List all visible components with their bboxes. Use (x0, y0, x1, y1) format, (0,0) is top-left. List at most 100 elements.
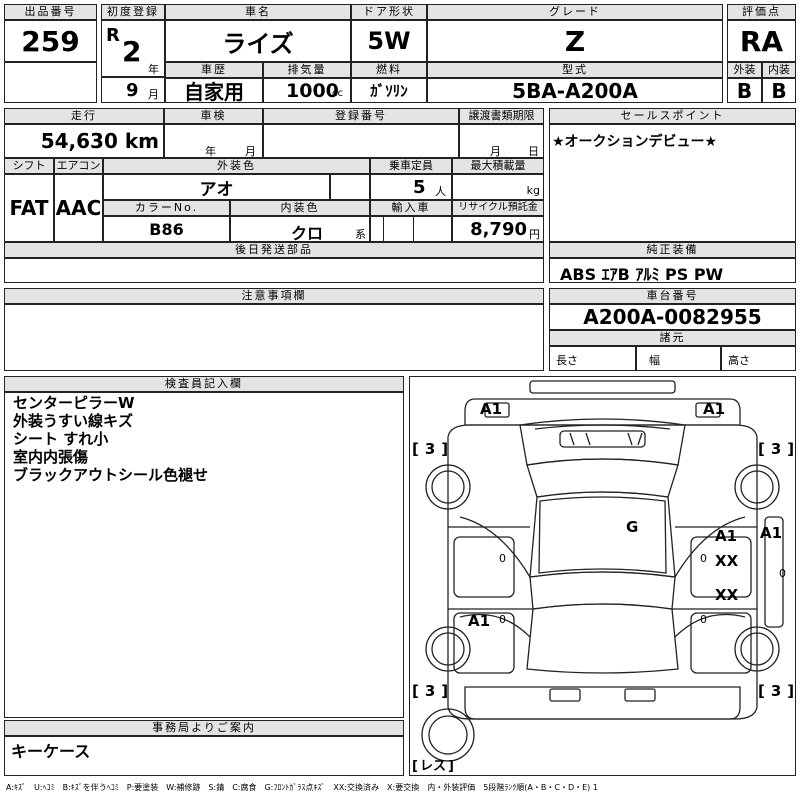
spare-tire: [レス] (412, 759, 454, 774)
office-cell: キーケース (4, 736, 404, 776)
inspector-label: 検査員記入欄 (4, 376, 404, 392)
model-label: 型式 (427, 62, 723, 78)
equipment-text: ABS ｴｱB ｱﾙﾐ PS PW (560, 265, 724, 284)
damage-mark: XX (715, 586, 739, 604)
car-name: ライズ (165, 20, 351, 62)
inspector-note: ブラックアウトシール色褪せ (13, 466, 209, 484)
ext-label: 外装 (727, 62, 762, 78)
spec-length-cell: 長さ (549, 346, 636, 371)
max-load-unit: kg (526, 184, 540, 197)
tire-tread-front-right: [3] (758, 440, 795, 458)
sales-text: ★オークションデビュー★ (552, 134, 718, 150)
int-label: 内装 (762, 62, 796, 78)
score: RA (727, 20, 796, 62)
specs-label: 諸元 (549, 330, 796, 346)
inspection-month-unit: 月 (245, 145, 256, 158)
spec-width-cell: 幅 (636, 346, 721, 371)
spec-height: 高さ (728, 354, 750, 367)
damage-mark: G (626, 518, 639, 536)
equipment-cell: ABS ｴｱB ｱﾙﾐ PS PW (549, 258, 796, 284)
damage-mark: XX (715, 552, 739, 570)
color-blank (330, 174, 370, 200)
spec-length: 長さ (556, 354, 578, 367)
lot-number: 259 (4, 20, 97, 62)
recycle-label: リサイクル預託金 (452, 200, 544, 216)
model-code: 5BA-A200A (427, 78, 723, 103)
fuel-label: 燃料 (351, 62, 427, 78)
reg-month: 9 (126, 80, 139, 101)
max-load-label: 最大積載量 (452, 158, 544, 174)
import-divider (413, 217, 414, 241)
lot-blank (4, 62, 97, 103)
int-color-unit: 系 (355, 228, 366, 241)
reg-no-label: 登録番号 (263, 108, 459, 124)
panel-zero: 0 (499, 552, 506, 565)
int-score: B (762, 78, 796, 103)
mileage: 54,630 km (40, 129, 159, 153)
inspector-note: 外装うすい線キズ (13, 412, 134, 430)
first-reg-label: 初度登録 (101, 4, 165, 20)
capacity-cell: 5 人 (370, 174, 452, 200)
inspector-note: センターピラーW (13, 394, 135, 412)
mileage-label: 走行 (4, 108, 164, 124)
spec-height-cell: 高さ (721, 346, 796, 371)
fuel: ｶﾞｿﾘﾝ (351, 78, 427, 103)
ac: AAC (54, 174, 103, 242)
tire-tread-front-left: [3] (412, 440, 449, 458)
car-outline (421, 380, 784, 762)
era: R (106, 25, 120, 46)
color-label: 外装色 (103, 158, 370, 174)
office-label: 事務局よりご案内 (4, 720, 404, 736)
import-divider (383, 217, 384, 241)
history: 自家用 (165, 78, 263, 104)
caution-cell (4, 304, 544, 371)
damage-mark: A1 (480, 400, 503, 418)
reg-no-cell (263, 124, 459, 158)
legend: A:ｷｽﾞ U:ﾍｺﾐ B:ｷｽﾞを伴うﾍｺﾐ P:要塗装 W:補修跡 S:錆 … (6, 783, 598, 792)
tire-tread-rear-left: [3] (412, 682, 449, 700)
int-color: クロ (291, 224, 324, 243)
car-name-label: 車名 (165, 4, 351, 20)
import-label: 輸入車 (370, 200, 452, 216)
int-color-label: 内装色 (230, 200, 370, 216)
color-no-label: カラーNo. (103, 200, 230, 216)
door-label: ドア形状 (351, 4, 427, 20)
int-color-cell: クロ 系 (230, 216, 370, 243)
mileage-cell: 54,630 km (4, 124, 164, 158)
recycle-cell: 8,790 円 (452, 216, 544, 242)
shift: FAT (4, 174, 54, 242)
chassis-label: 車台番号 (549, 288, 796, 304)
displacement-label: 排気量 (263, 62, 351, 78)
caution-label: 注意事項欄 (4, 288, 544, 304)
office-text: キーケース (11, 742, 91, 761)
color-no: B86 (103, 216, 230, 242)
inspector-note: シート すれ小 (13, 430, 109, 448)
ac-label: エアコン (54, 158, 103, 174)
displacement-unit: cc (332, 88, 343, 99)
panel-zero: 0 (700, 613, 707, 626)
transfer-label: 譲渡書類期限 (459, 108, 544, 124)
import-cell (370, 216, 452, 242)
displacement: 1000 (286, 80, 339, 102)
recycle-fee: 8,790 (470, 219, 527, 240)
inspection-label: 車検 (164, 108, 263, 124)
panel-zero: 0 (779, 567, 786, 580)
capacity-unit: 人 (435, 185, 446, 198)
equipment-label: 純正装備 (549, 242, 796, 258)
ext-score: B (727, 78, 762, 103)
month-unit: 月 (148, 88, 159, 101)
recycle-unit: 円 (529, 228, 540, 241)
inspection-year-unit: 年 (205, 145, 216, 158)
panel-zero: 0 (700, 552, 707, 565)
history-label: 車歴 (165, 62, 263, 78)
sales-cell: ★オークションデビュー★ (549, 124, 796, 242)
door-type: 5W (351, 20, 427, 62)
damage-mark: A1 (468, 612, 491, 630)
damage-mark: A1 (703, 400, 726, 418)
color: アオ (103, 174, 330, 200)
capacity: 5 (413, 177, 426, 198)
panel-zero: 0 (499, 613, 506, 626)
grade-label: グレード (427, 4, 723, 20)
inspector-note: 室内内張傷 (13, 448, 89, 466)
later-parts-label: 後日発送部品 (4, 242, 544, 258)
